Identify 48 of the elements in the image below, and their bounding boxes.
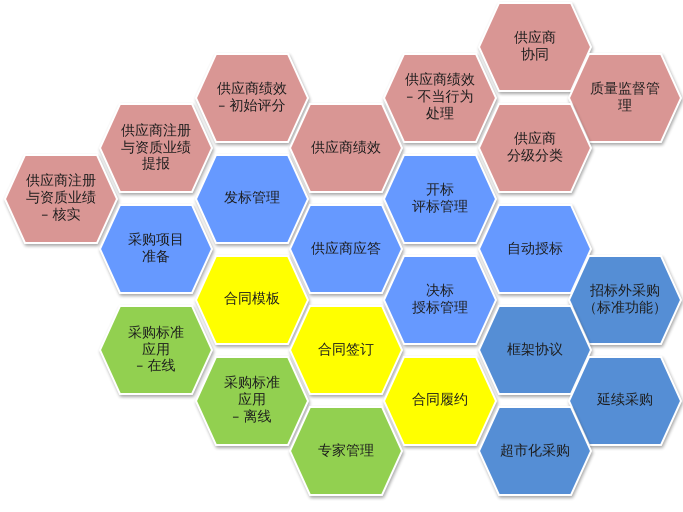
- hexagon-tile: [99, 305, 213, 395]
- tile-label: 供应商注册与资质业绩提报: [120, 122, 192, 174]
- tile-label: 采购标准应用– 在线: [127, 324, 185, 376]
- hexagon-tile: [289, 305, 403, 395]
- tile-label: 专家管理: [317, 442, 375, 460]
- hexagon-tile: [195, 52, 309, 142]
- tile-label: 供应商协同: [512, 30, 557, 64]
- tile-label: 发标管理: [223, 190, 281, 207]
- tile-label: 招标外采购（标准功能）: [582, 282, 668, 316]
- tile-label: 决标授标管理: [411, 282, 469, 316]
- tile-label: 框架协议: [506, 342, 564, 358]
- tile-label: 开标评标管理: [411, 182, 469, 216]
- hexagon-tile: [478, 204, 592, 294]
- hexagon-tile: [568, 356, 682, 446]
- tile-label: 合同签订: [317, 342, 375, 358]
- tile-label: 供应商绩效: [310, 140, 382, 156]
- tile-label: 超市化采购: [499, 442, 571, 460]
- hexagon-tile: [383, 356, 497, 446]
- tile-label: 供应商注册与资质业绩– 核实: [25, 173, 97, 224]
- tile-label: 供应商绩效– 初始评分: [216, 80, 288, 114]
- tile-label: 采购标准应用– 离线: [223, 375, 281, 426]
- hexagon-tile: [383, 154, 497, 244]
- hexagon-tile: [195, 254, 309, 344]
- hexagon-tile: [478, 406, 592, 496]
- hexagon-tile: [99, 204, 213, 294]
- hexagon-tile: [478, 305, 592, 395]
- hexagon-tile: [4, 154, 118, 244]
- hexagon-tile: [195, 356, 309, 446]
- hexagon-tile: [195, 154, 309, 244]
- tile-label: 供应商绩效– 不当行为处理: [404, 72, 476, 123]
- tile-label: 质量监督管理: [589, 80, 661, 114]
- tile-label: 采购项目准备: [127, 232, 185, 266]
- hexagon-tile: [383, 254, 497, 344]
- hexagon-tile: [289, 204, 403, 294]
- tile-label: 供应商分级分类: [506, 131, 564, 165]
- hexagon-tile: [478, 2, 592, 92]
- hexagon-tile: [289, 103, 403, 193]
- tile-label: 供应商应答: [310, 240, 382, 258]
- tile-label: 自动授标: [506, 240, 564, 258]
- hexagon-tile: [383, 52, 497, 142]
- tile-label: 合同模板: [223, 291, 281, 308]
- tile-label: 延续采购: [596, 392, 654, 409]
- hexagon-tile: [568, 52, 682, 142]
- hexagon-tile: [568, 254, 682, 344]
- hexagon-tile: [478, 103, 592, 193]
- tile-label: 合同履约: [411, 392, 469, 409]
- hexagon-tile: [289, 406, 403, 496]
- hexagon-tile: [99, 103, 213, 193]
